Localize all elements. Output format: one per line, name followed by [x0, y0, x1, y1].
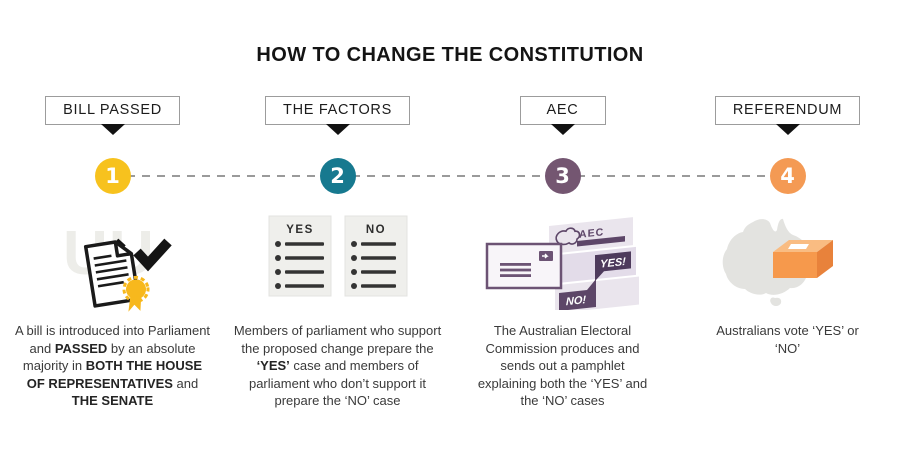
no-speech-bubble: NO!: [558, 279, 596, 310]
page-title: HOW TO CHANGE THE CONSTITUTION: [256, 44, 644, 66]
step-4-label: REFERENDUM: [714, 96, 861, 125]
bill-document: [83, 240, 149, 312]
pamphlet: AEC YES! NO!: [548, 217, 639, 310]
envelope-icon: [485, 242, 562, 290]
gold-seal-icon: [121, 275, 149, 312]
step-4-pointer-triangle-icon: [775, 124, 800, 135]
australia-ballot-icon: [722, 218, 833, 306]
step-3-pointer-triangle-icon: [550, 124, 575, 135]
icons-row: U U: [0, 208, 900, 312]
step-2-label: THE FACTORS: [265, 96, 410, 125]
checkmark-icon: [132, 238, 172, 272]
timeline: 1 2 3 4: [0, 158, 900, 194]
aec-pamphlet-icon: AEC YES! NO!: [485, 217, 639, 310]
yes-no-cases-icon: YES NO: [268, 215, 407, 297]
step-3-number-badge: 3: [544, 158, 581, 194]
step-1-number-badge: 1: [94, 158, 131, 194]
step-4-number-badge: 4: [769, 158, 806, 194]
step-2-number-badge: 2: [319, 158, 356, 194]
pamphlet-yes-label: YES!: [600, 256, 626, 271]
tasmania-icon: [769, 297, 781, 306]
parliament-approved-icon: U U: [63, 219, 172, 312]
step-3-description: The Australian Electoral Commission prod…: [477, 323, 648, 408]
australia-outline-small-icon: [554, 227, 580, 246]
ballot-box-icon: [772, 240, 833, 278]
no-card-title: NO: [365, 224, 385, 236]
pamphlet-no-label: NO!: [565, 294, 585, 308]
step-1-description: A bill is introduced into Parliament and…: [14, 323, 211, 408]
step-4-description: Australians vote ‘YES’ or ‘NO’: [716, 323, 859, 356]
descriptions-row: A bill is introduced into Parliament and…: [0, 322, 900, 410]
step-1-pointer-triangle-icon: [100, 124, 125, 135]
step-2-pointer-triangle-icon: [325, 124, 350, 135]
yes-speech-bubble: YES!: [594, 251, 631, 282]
step-labels-row: BILL PASSED THE FACTORS AEC REFERENDUM: [0, 96, 900, 135]
step-3-label: AEC: [519, 96, 606, 125]
timeline-dashed-line: [112, 175, 788, 177]
step-2-description: Members of parliament who support the pr…: [233, 323, 442, 408]
yes-card-list-lines: [274, 241, 324, 289]
step-1-label: BILL PASSED: [45, 96, 180, 125]
no-card-list-lines: [350, 241, 396, 289]
pamphlet-aec-label: AEC: [579, 226, 604, 241]
yes-card-title: YES: [286, 224, 314, 236]
